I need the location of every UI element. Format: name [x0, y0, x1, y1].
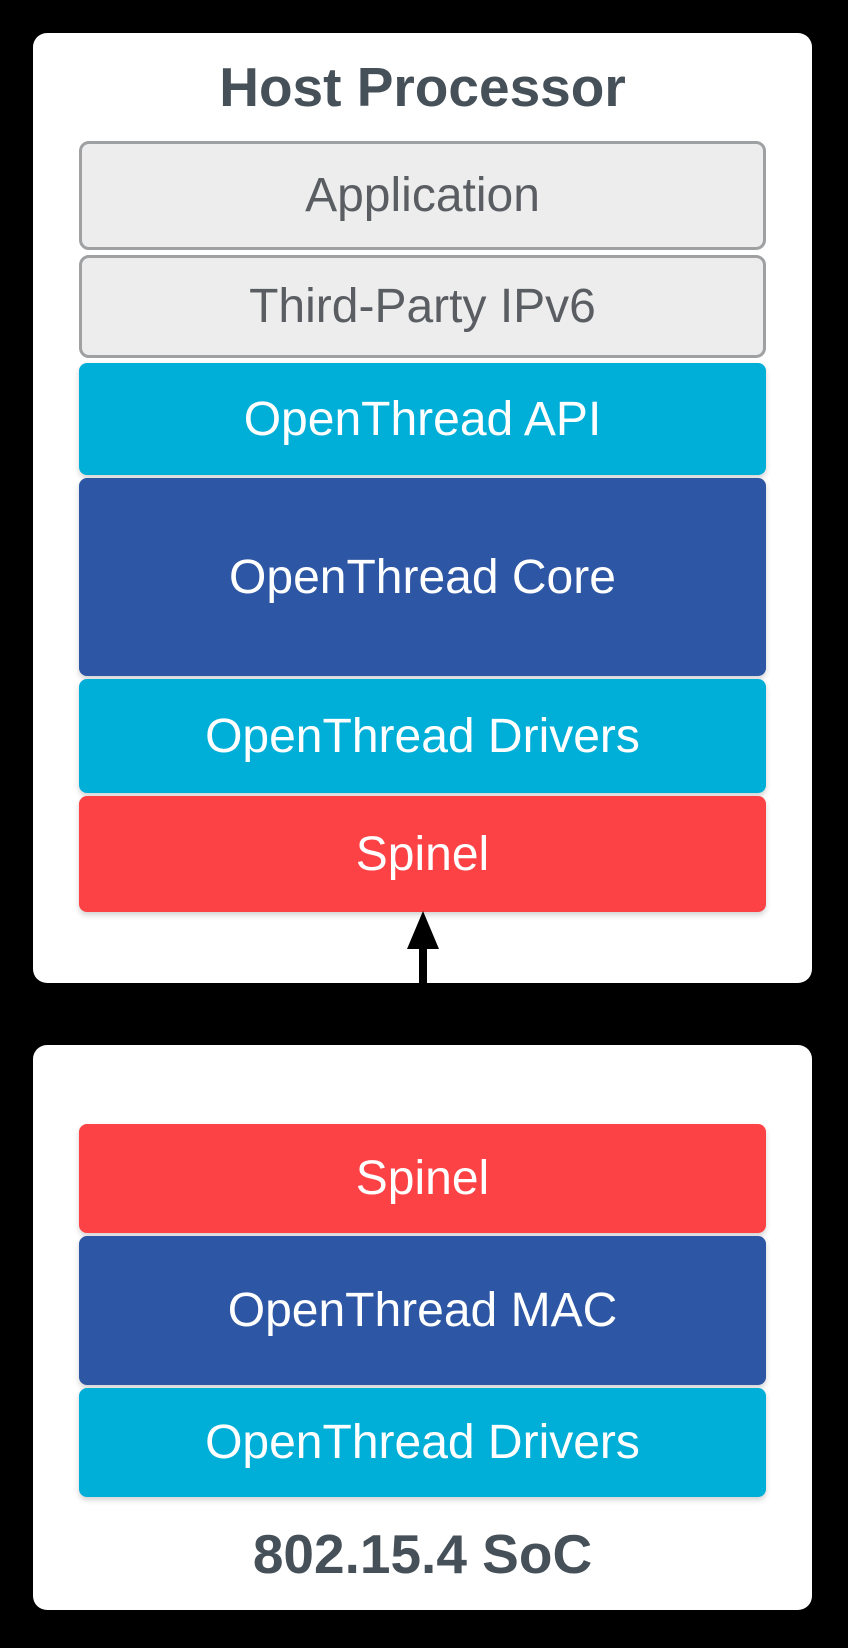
layer-spinel-host: Spinel: [79, 796, 766, 912]
layer-openthread-mac-label: OpenThread MAC: [227, 1284, 618, 1337]
host-card-title: Host Processor: [219, 56, 626, 118]
layer-spinel-soc-label: Spinel: [355, 1152, 490, 1205]
layer-application: Application: [79, 141, 766, 250]
layer-spinel-soc: Spinel: [79, 1124, 766, 1233]
host-processor-card: Host Processor Application Third-Party I…: [33, 33, 812, 983]
layer-openthread-drivers-host-label: OpenThread Drivers: [205, 709, 640, 763]
soc-card-title: 802.15.4 SoC: [252, 1522, 593, 1585]
layer-openthread-drivers-soc: OpenThread Drivers: [79, 1388, 766, 1497]
layer-openthread-drivers-soc-label: OpenThread Drivers: [205, 1416, 640, 1469]
soc-card-top-spacer: [79, 1045, 766, 1124]
layer-openthread-core: OpenThread Core: [79, 478, 766, 676]
bidirectional-arrow-icon: [407, 911, 439, 1124]
layer-openthread-core-label: OpenThread Core: [229, 550, 616, 604]
soc-card: Spinel OpenThread MAC OpenThread Drivers…: [33, 1045, 812, 1610]
layer-spinel-host-label: Spinel: [355, 827, 490, 881]
layer-openthread-api-label: OpenThread API: [243, 392, 602, 446]
layer-openthread-api: OpenThread API: [79, 363, 766, 475]
layer-openthread-drivers-host: OpenThread Drivers: [79, 679, 766, 793]
layer-third-party-ipv6: Third-Party IPv6: [79, 255, 766, 358]
layer-openthread-mac: OpenThread MAC: [79, 1236, 766, 1385]
layer-application-label: Application: [305, 169, 540, 222]
layer-third-party-ipv6-label: Third-Party IPv6: [249, 280, 596, 333]
